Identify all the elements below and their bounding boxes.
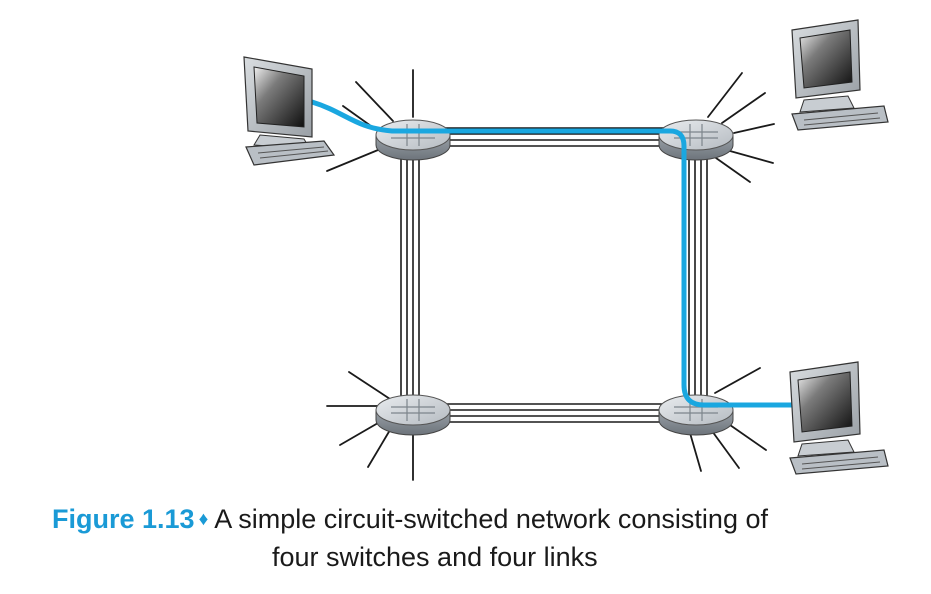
caption-text-line1: A simple circuit-switched network consis… [214, 504, 768, 534]
computer-icon [791, 19, 889, 131]
figure-caption: Figure 1.13♦A simple circuit-switched ne… [52, 502, 768, 575]
access-spokes [326, 69, 775, 481]
computer-host-bottom-right [789, 361, 889, 475]
computer-host-top-right [791, 19, 889, 131]
switch-icon [391, 399, 435, 421]
caption-text-line2: four switches and four links [272, 542, 598, 572]
link-left [400, 150, 420, 398]
computer-host-left [243, 56, 336, 166]
link-top [440, 127, 680, 147]
circuit-path [309, 99, 800, 408]
caption-separator: ♦ [198, 509, 209, 530]
link-right [688, 150, 708, 398]
switch-top-left [375, 119, 451, 161]
link-bottom [440, 403, 680, 423]
switch-bottom-right [658, 394, 734, 436]
figure-label: Figure 1.13 [52, 504, 195, 534]
switch-top-right [658, 119, 734, 161]
computer-icon [243, 56, 336, 166]
computer-icon [789, 361, 889, 475]
switch-bottom-left [375, 394, 451, 436]
